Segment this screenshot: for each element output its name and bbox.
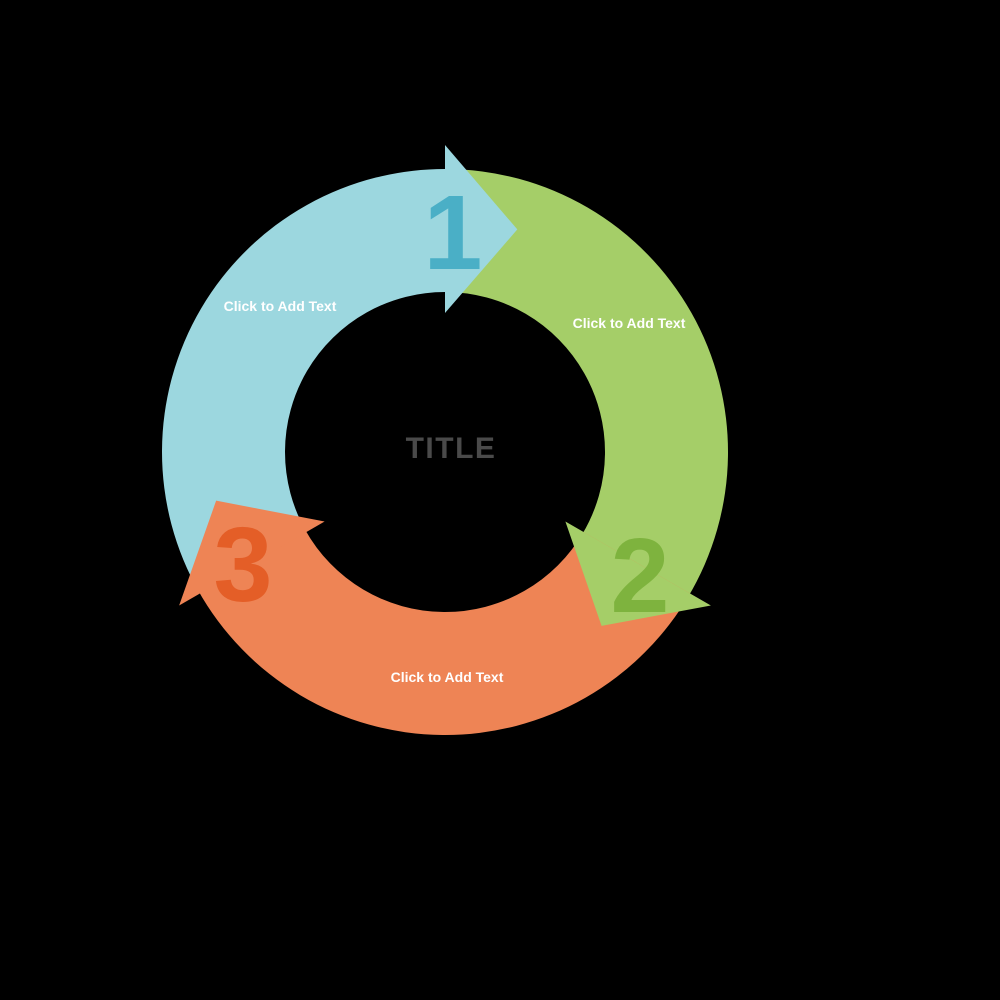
- step-1-label-placeholder[interactable]: Click to Add Text: [224, 298, 337, 314]
- step-3-label-placeholder[interactable]: Click to Add Text: [391, 669, 504, 685]
- step-2-arrowhead[interactable]: [565, 521, 711, 626]
- step-2-arc[interactable]: [445, 169, 729, 598]
- diagram-title[interactable]: TITLE: [406, 432, 497, 465]
- step-3-arc[interactable]: [197, 529, 691, 735]
- step-3-arrowhead[interactable]: [179, 500, 325, 606]
- step-3-number: 3: [214, 506, 273, 624]
- step-1-arrowhead[interactable]: [445, 145, 518, 313]
- step-1-arc[interactable]: [162, 168, 450, 594]
- step-2-label-placeholder[interactable]: Click to Add Text: [573, 315, 686, 331]
- step-1-number: 1: [424, 174, 483, 292]
- step-2-number: 2: [611, 517, 670, 635]
